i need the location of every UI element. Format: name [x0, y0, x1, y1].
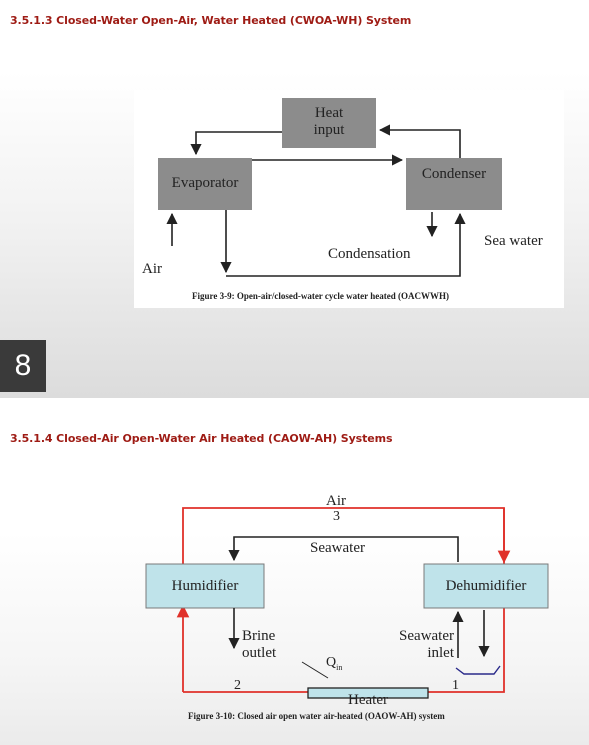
air-label: Air [142, 261, 162, 277]
section-heading: 3.5.1.4 Closed-Air Open-Water Air Heated… [10, 432, 393, 445]
condenser-box [406, 158, 502, 210]
seawater-label: Seawater [310, 540, 365, 556]
section-heading: 3.5.1.3 Closed-Water Open-Air, Water Hea… [10, 14, 412, 27]
evaporator-box [158, 158, 252, 210]
condenser-to-heat-arrow [378, 124, 461, 158]
air-state-2: 2 [234, 678, 241, 693]
figure-oacwwh: Heat input Evaporator Condenser Condensa… [134, 90, 564, 308]
air-label: Air [326, 493, 346, 509]
condenser-label: Condenser [421, 166, 487, 182]
figure-caption: Figure 3-10: Closed air open water air-h… [188, 711, 445, 721]
figure-oaow-ah: Air 3 Seawater Humidifier Dehumidifier B… [145, 492, 560, 728]
air-state-1: 1 [452, 678, 459, 693]
humidifier-box [145, 563, 265, 609]
q-in-label: Qin [326, 655, 343, 672]
humidifier-label: Humidifier [171, 578, 239, 594]
heat-input-box [282, 98, 376, 148]
heat-to-evaporator-arrow [190, 131, 282, 156]
seawater-loop-arrow [228, 536, 459, 562]
distillate-tray [455, 665, 501, 675]
caow-ah-diagram [145, 507, 549, 699]
condensation-label: Condensation [328, 246, 411, 262]
heater-label: Heater [348, 692, 388, 708]
return-loop-line [226, 236, 461, 277]
page-number-badge: 8 [0, 340, 46, 392]
evaporator-label: Evaporator [171, 175, 239, 191]
dehumidifier-box [423, 563, 549, 609]
q-in-arrow [301, 661, 329, 679]
cwoa-wh-diagram [158, 98, 502, 277]
slide-cwoa-wh: 3.5.1.3 Closed-Water Open-Air, Water Hea… [0, 0, 589, 398]
sea-water-label: Sea water [484, 233, 543, 249]
heat-input-label: Heat input [313, 105, 345, 138]
air-state-3: 3 [333, 509, 340, 524]
heater-box [307, 687, 429, 699]
air-loop-right [428, 608, 505, 693]
seawater-inlet-label: Seawater inlet [399, 628, 454, 661]
dehumidifier-label: Dehumidifier [445, 578, 527, 594]
slide-separator [0, 398, 589, 418]
brine-outlet-label: Brine outlet [242, 628, 277, 661]
figure-caption: Figure 3-9: Open-air/closed-water cycle … [192, 291, 449, 301]
